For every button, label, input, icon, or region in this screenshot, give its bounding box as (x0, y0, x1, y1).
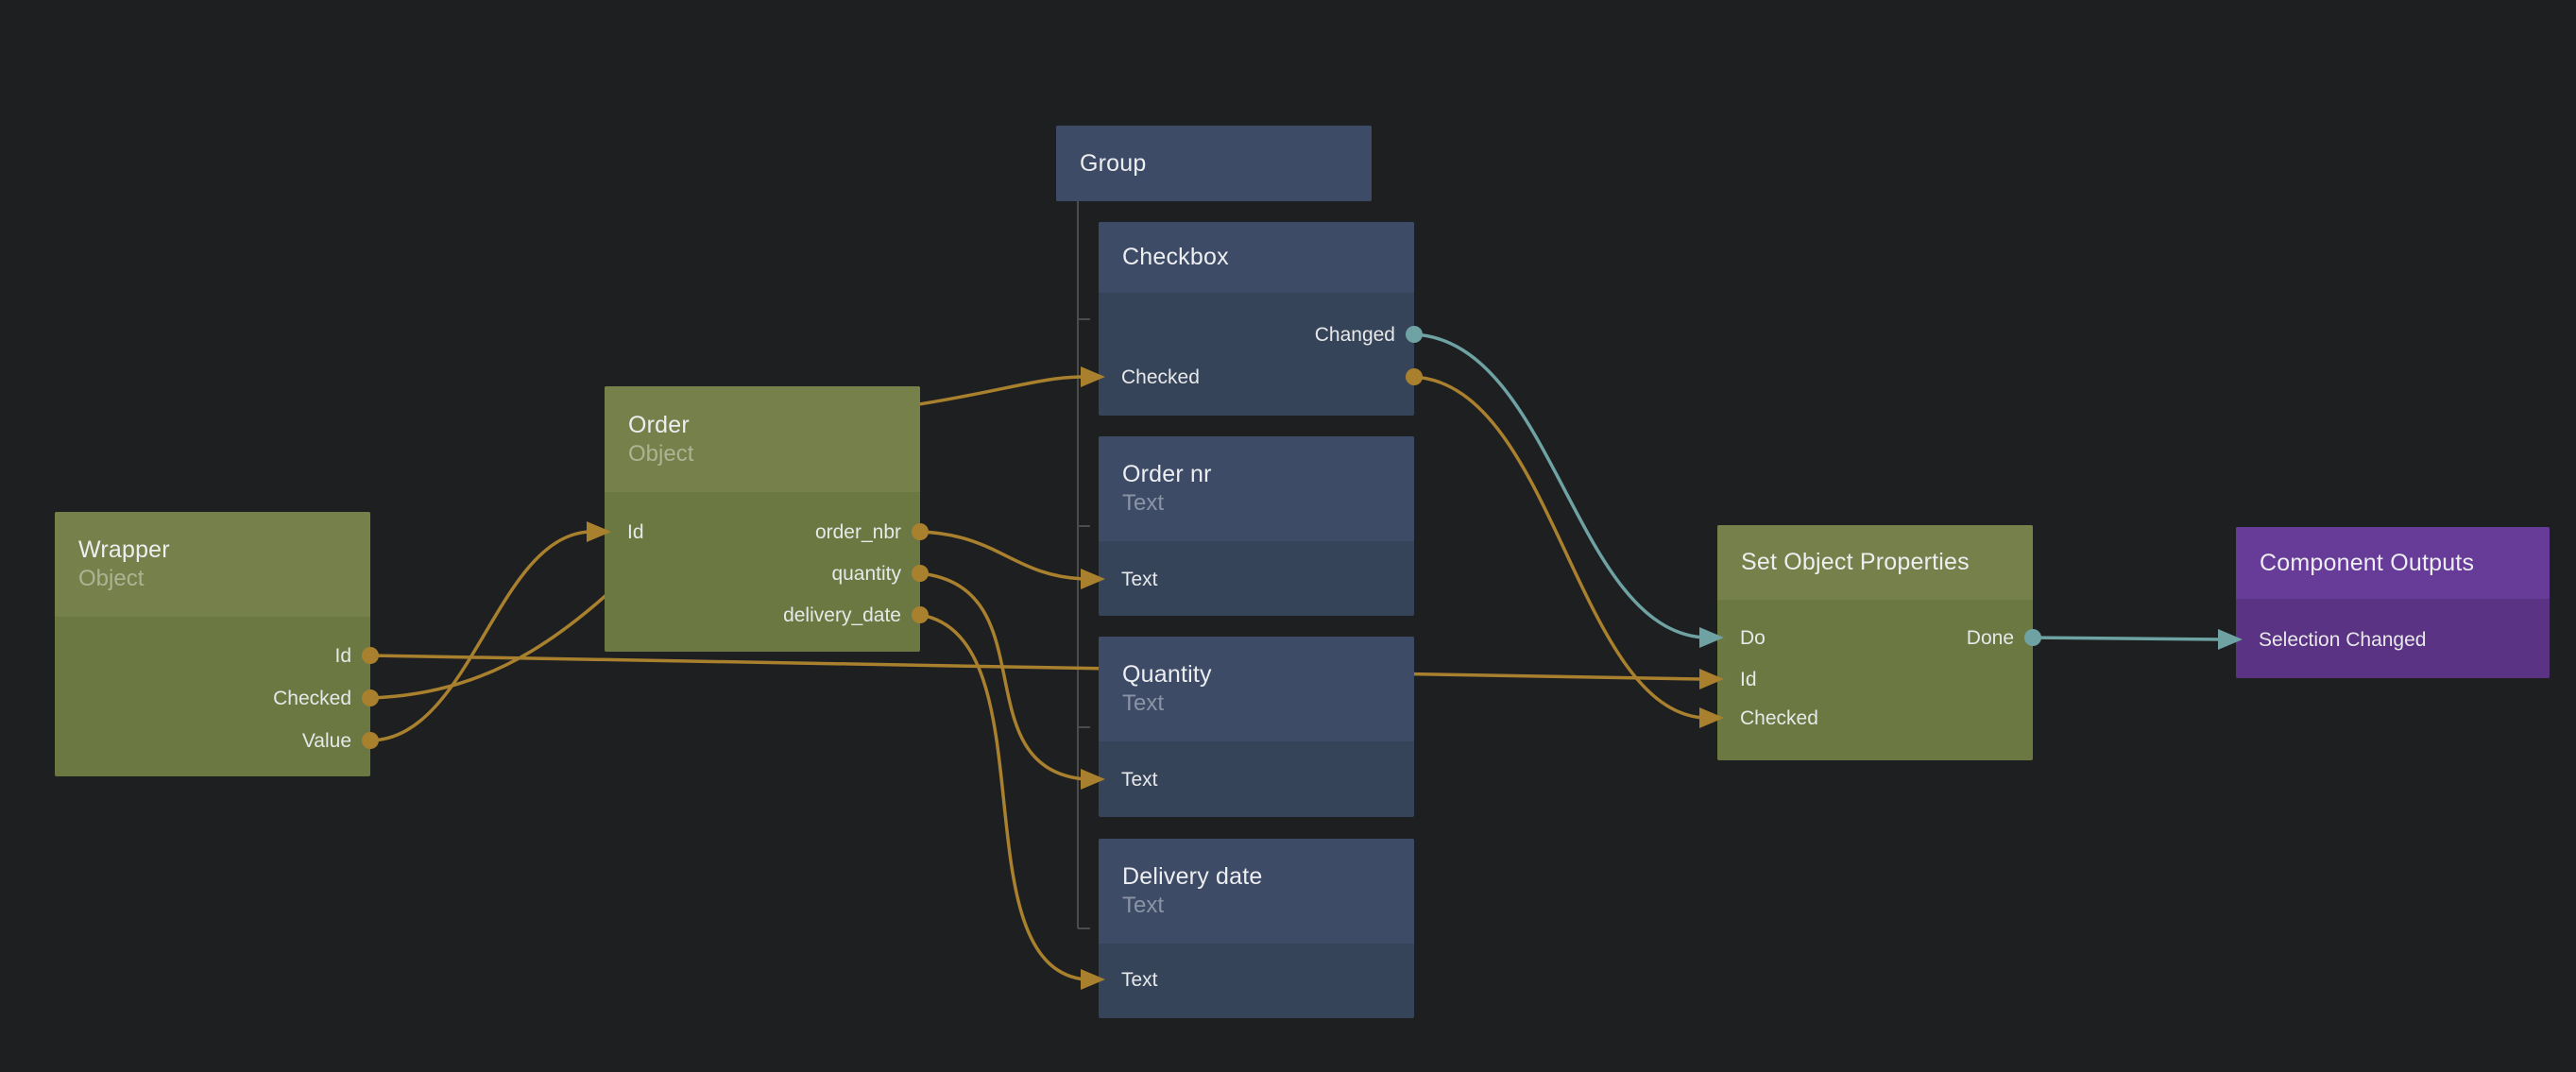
node-sop-header: Set Object Properties (1717, 525, 2033, 600)
port-row-id[interactable]: Id (1717, 665, 2033, 695)
port-label: Value (301, 730, 351, 752)
node-title: Group (1080, 149, 1147, 177)
node-subtitle: Text (1122, 490, 1165, 516)
port-row-text[interactable]: Text (1099, 965, 1414, 995)
port-label: quantity (831, 563, 901, 585)
port-label: Text (1121, 969, 1158, 991)
wire-wrapper-id-to-sop-id[interactable] (369, 654, 1703, 681)
port-row-text[interactable]: Text (1099, 565, 1414, 595)
node-delivery-date[interactable]: Delivery date Text Text (1099, 839, 1414, 1018)
port-label: Checked (273, 688, 351, 709)
node-title: Quantity (1122, 661, 1212, 688)
node-title: Order (628, 411, 690, 438)
node-wrapper-header: Wrapper Object (55, 512, 370, 617)
wire-checkbox-checked-to-sop-checked[interactable] (1413, 375, 1704, 720)
node-subtitle: Text (1122, 893, 1165, 918)
port-row-value[interactable]: Value (55, 726, 370, 757)
port-label: Id (627, 521, 644, 543)
port-row-delivery-date[interactable]: delivery_date (605, 601, 920, 631)
port-row-checked[interactable]: Checked (1717, 704, 2033, 734)
node-delivery-date-header: Delivery date Text (1099, 839, 1414, 944)
node-subtitle: Object (628, 440, 694, 467)
port-label: Changed (1314, 324, 1395, 346)
port-label: Checked (1740, 707, 1818, 729)
port-label: Text (1121, 769, 1158, 791)
wire-sop-done-to-component-outputs[interactable] (2032, 636, 2223, 641)
node-quantity[interactable]: Quantity Text Text (1099, 637, 1414, 817)
port-row-changed[interactable]: Changed (1099, 320, 1414, 350)
node-component-outputs-header: Component Outputs (2236, 527, 2550, 599)
wire-delivery-date-to-delivery-text[interactable] (919, 613, 1085, 981)
node-title: Set Object Properties (1741, 549, 1970, 575)
group-children-line (1077, 201, 1090, 929)
port-row-id-ordernbr[interactable]: Id order_nbr (605, 518, 920, 548)
port-row-do-done[interactable]: Do Done (1717, 623, 2033, 654)
node-order-nr[interactable]: Order nr Text Text (1099, 436, 1414, 616)
node-group[interactable]: Group (1056, 126, 1372, 201)
port-label: delivery_date (783, 604, 901, 626)
port-row-quantity[interactable]: quantity (605, 559, 920, 589)
node-checkbox[interactable]: Checkbox Changed Checked (1099, 222, 1414, 416)
node-title: Wrapper (78, 536, 170, 563)
node-wrapper[interactable]: Wrapper Object Id Checked Value (55, 512, 370, 776)
port-row-id[interactable]: Id (55, 641, 370, 672)
node-order-nr-header: Order nr Text (1099, 436, 1414, 541)
port-label: Checked (1121, 366, 1200, 388)
wire-checkbox-changed-to-sop-do[interactable] (1413, 332, 1704, 639)
node-checkbox-header: Checkbox (1099, 222, 1414, 293)
port-label: Selection Changed (2259, 629, 2427, 651)
node-title: Component Outputs (2260, 549, 2475, 576)
node-group-header: Group (1056, 126, 1372, 201)
port-label: order_nbr (814, 521, 901, 543)
port-row-checked[interactable]: Checked (1099, 363, 1414, 393)
port-label: Do (1740, 627, 1766, 649)
port-label: Id (334, 645, 351, 667)
port-row-text[interactable]: Text (1099, 765, 1414, 795)
node-order[interactable]: Order Object Id order_nbr quantity deliv… (605, 386, 920, 652)
node-quantity-header: Quantity Text (1099, 637, 1414, 741)
port-label: Id (1740, 669, 1757, 690)
node-subtitle: Text (1122, 690, 1165, 716)
port-row-selection-changed[interactable]: Selection Changed (2236, 625, 2550, 655)
node-title: Checkbox (1122, 244, 1229, 270)
node-title: Order nr (1122, 461, 1212, 487)
port-row-checked[interactable]: Checked (55, 684, 370, 714)
port-label: Done (1966, 627, 2014, 649)
node-set-object-properties[interactable]: Set Object Properties Do Done Id Checked (1717, 525, 2033, 760)
node-title: Delivery date (1122, 863, 1263, 890)
port-label: Text (1121, 569, 1158, 590)
wire-quantity-to-quantity-text[interactable] (919, 571, 1085, 781)
wire-order-nbr-to-ordernr-text[interactable] (919, 530, 1085, 581)
wire-wrapper-value-to-order-id[interactable] (369, 530, 591, 742)
node-subtitle: Object (78, 566, 145, 591)
node-order-header: Order Object (605, 386, 920, 492)
node-component-outputs[interactable]: Component Outputs Selection Changed (2236, 527, 2550, 678)
